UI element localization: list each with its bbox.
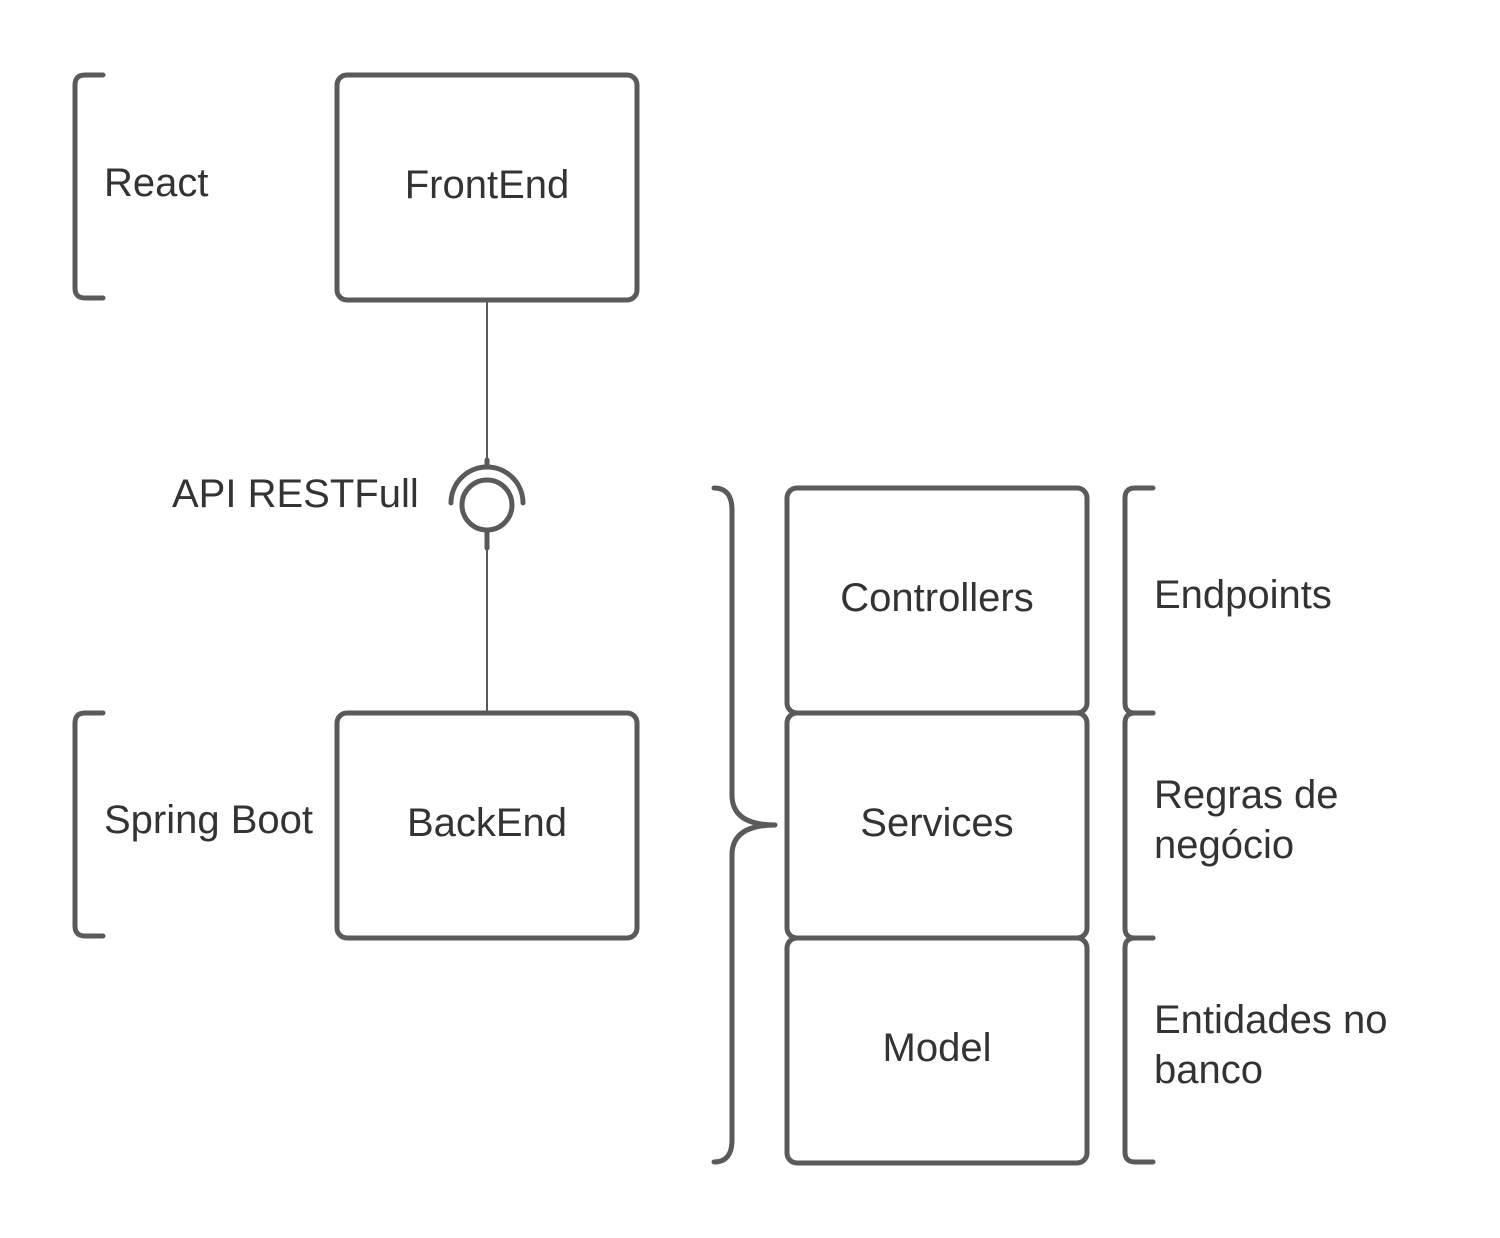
frontend-box-label: FrontEnd: [405, 163, 570, 207]
frontend-box: FrontEnd: [334, 72, 640, 303]
backend-box-label: BackEnd: [407, 801, 567, 845]
layers-curly-brace: [711, 485, 778, 1165]
model-description-line-1: Entidades no: [1154, 998, 1388, 1042]
layer-box-model: Model: [784, 935, 1090, 1166]
layer-box-services: Services: [784, 710, 1090, 941]
services-description-line-2: negócio: [1154, 823, 1294, 867]
api-interface-symbol: [448, 457, 526, 551]
backend-box: BackEnd: [334, 710, 640, 941]
controllers-bracket: [1122, 485, 1156, 716]
layer-box-controllers: Controllers: [784, 485, 1090, 716]
backend-tech-label: Spring Boot: [104, 798, 313, 842]
services-description-line-1: Regras de: [1154, 773, 1339, 817]
backend-bracket: [72, 710, 106, 939]
interface-ball: [459, 477, 515, 533]
api-interface-label: API RESTFull: [172, 472, 419, 516]
layer-box-label: Model: [883, 1026, 992, 1070]
model-description-line-2: banco: [1154, 1048, 1263, 1092]
layer-box-label: Controllers: [840, 576, 1033, 620]
services-bracket: [1122, 710, 1156, 941]
model-bracket: [1122, 935, 1156, 1165]
controllers-description: Endpoints: [1154, 573, 1332, 617]
layer-box-label: Services: [860, 801, 1013, 845]
frontend-tech-label: React: [104, 161, 209, 205]
frontend-bracket: [72, 72, 106, 301]
